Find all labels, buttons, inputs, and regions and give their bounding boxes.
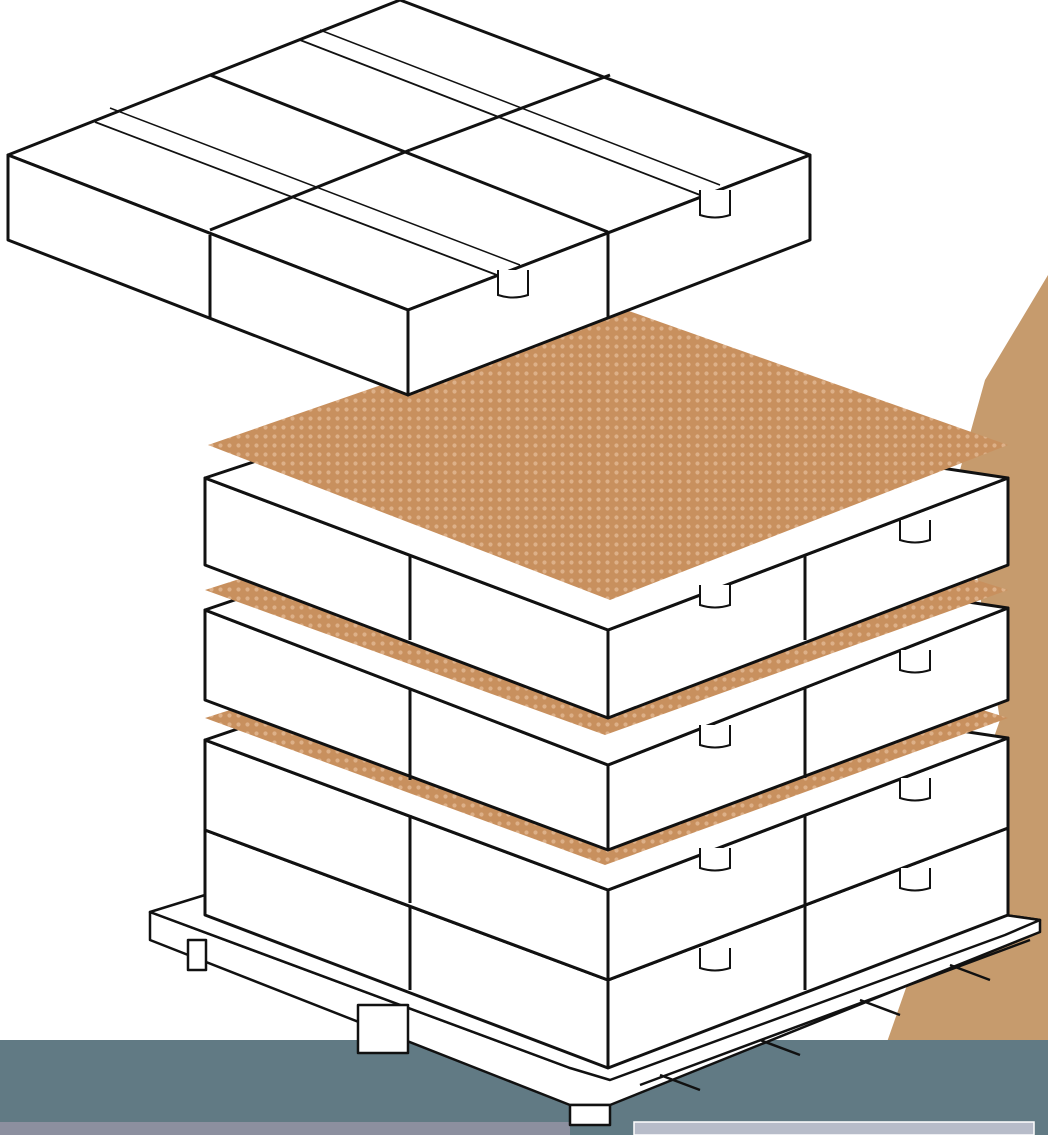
footer-strip-left [0,1122,570,1135]
footer-strip-right [634,1122,1034,1135]
